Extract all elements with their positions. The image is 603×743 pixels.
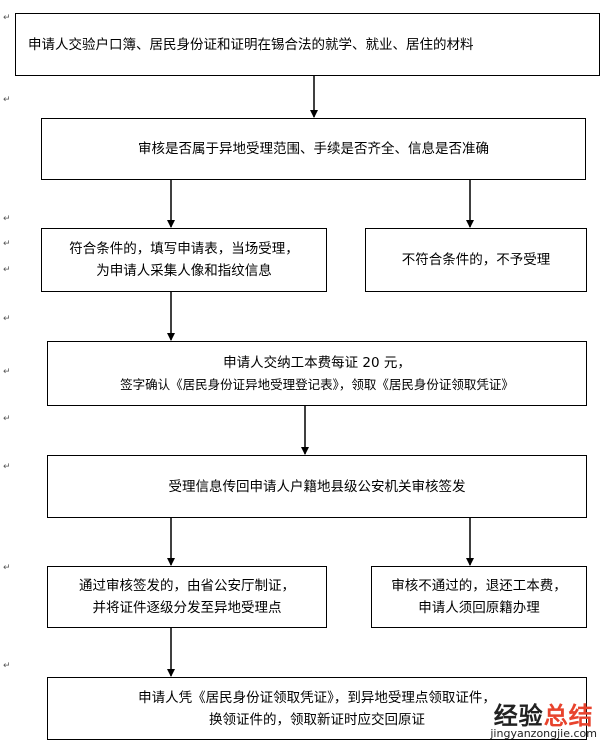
paragraph-mark: ↵: [3, 563, 11, 573]
flow-step-review: 审核是否属于异地受理范围、手续是否齐全、信息是否准确: [41, 118, 586, 180]
step-text-line-1: 申请人交纳工本费每证 20 元，: [223, 354, 411, 371]
step-text: 受理信息传回申请人户籍地县级公安机关审核签发: [168, 478, 466, 495]
watermark-text: 经验: [493, 702, 544, 730]
paragraph-mark: ↵: [3, 265, 11, 275]
flow-step-approved: 通过审核签发的，由省公安厅制证， 并将证件逐级分发至异地受理点: [47, 566, 327, 628]
flow-step-qualified: 符合条件的，填写申请表，当场受理， 为申请人采集人像和指纹信息: [41, 228, 327, 292]
watermark-logo: 经验总结 jingyanzongjie.com: [490, 704, 597, 739]
paragraph-mark: ↵: [3, 95, 11, 105]
step-text-line-1: 符合条件的，填写申请表，当场受理，: [69, 241, 299, 257]
paragraph-mark: ↵: [3, 414, 11, 424]
flow-step-submit-materials: 申请人交验户口簿、居民身份证和证明在锡合法的就学、就业、居住的材料: [15, 13, 600, 76]
flow-step-collect-id: 申请人凭《居民身份证领取凭证》，到异地受理点领取证件， 换领证件的，领取新证时应…: [47, 677, 587, 740]
step-text: 不符合条件的，不予受理: [401, 252, 551, 268]
step-text-line-1: 申请人凭《居民身份证领取凭证》，到异地受理点领取证件，: [138, 689, 496, 706]
step-text-line-2: 申请人须回原籍办理: [418, 600, 540, 616]
paragraph-mark: ↵: [3, 13, 11, 23]
watermark-accent-text: 总结: [543, 702, 594, 730]
flow-step-not-qualified: 不符合条件的，不予受理: [365, 228, 587, 292]
step-text: 审核是否属于异地受理范围、手续是否齐全、信息是否准确: [138, 141, 489, 157]
step-text-line-2: 换领证件的，领取新证时应交回原证: [209, 711, 425, 728]
paragraph-mark: ↵: [3, 239, 11, 249]
paragraph-mark: ↵: [3, 314, 11, 324]
flow-step-rejected: 审核不通过的，退还工本费， 申请人须回原籍办理: [371, 566, 587, 628]
flow-step-send-back: 受理信息传回申请人户籍地县级公安机关审核签发: [47, 455, 587, 518]
paragraph-mark: ↵: [3, 214, 11, 224]
step-text: 申请人交验户口簿、居民身份证和证明在锡合法的就学、就业、居住的材料: [28, 36, 474, 53]
step-text-line-1: 审核不通过的，退还工本费，: [391, 578, 567, 594]
step-text-line-1: 通过审核签发的，由省公安厅制证，: [79, 578, 295, 594]
paragraph-mark: ↵: [3, 367, 11, 377]
watermark-url: jingyanzongjie.com: [490, 727, 597, 740]
paragraph-mark: ↵: [3, 462, 11, 472]
step-text-line-2: 并将证件逐级分发至异地受理点: [92, 600, 282, 616]
step-text-line-2: 签字确认《居民身份证异地受理登记表》，领取《居民身份证领取凭证》: [120, 376, 514, 392]
paragraph-mark: ↵: [3, 661, 11, 671]
step-text-line-2: 为申请人采集人像和指纹信息: [96, 263, 272, 279]
flow-step-pay-fee: 申请人交纳工本费每证 20 元， 签字确认《居民身份证异地受理登记表》，领取《居…: [47, 341, 587, 406]
